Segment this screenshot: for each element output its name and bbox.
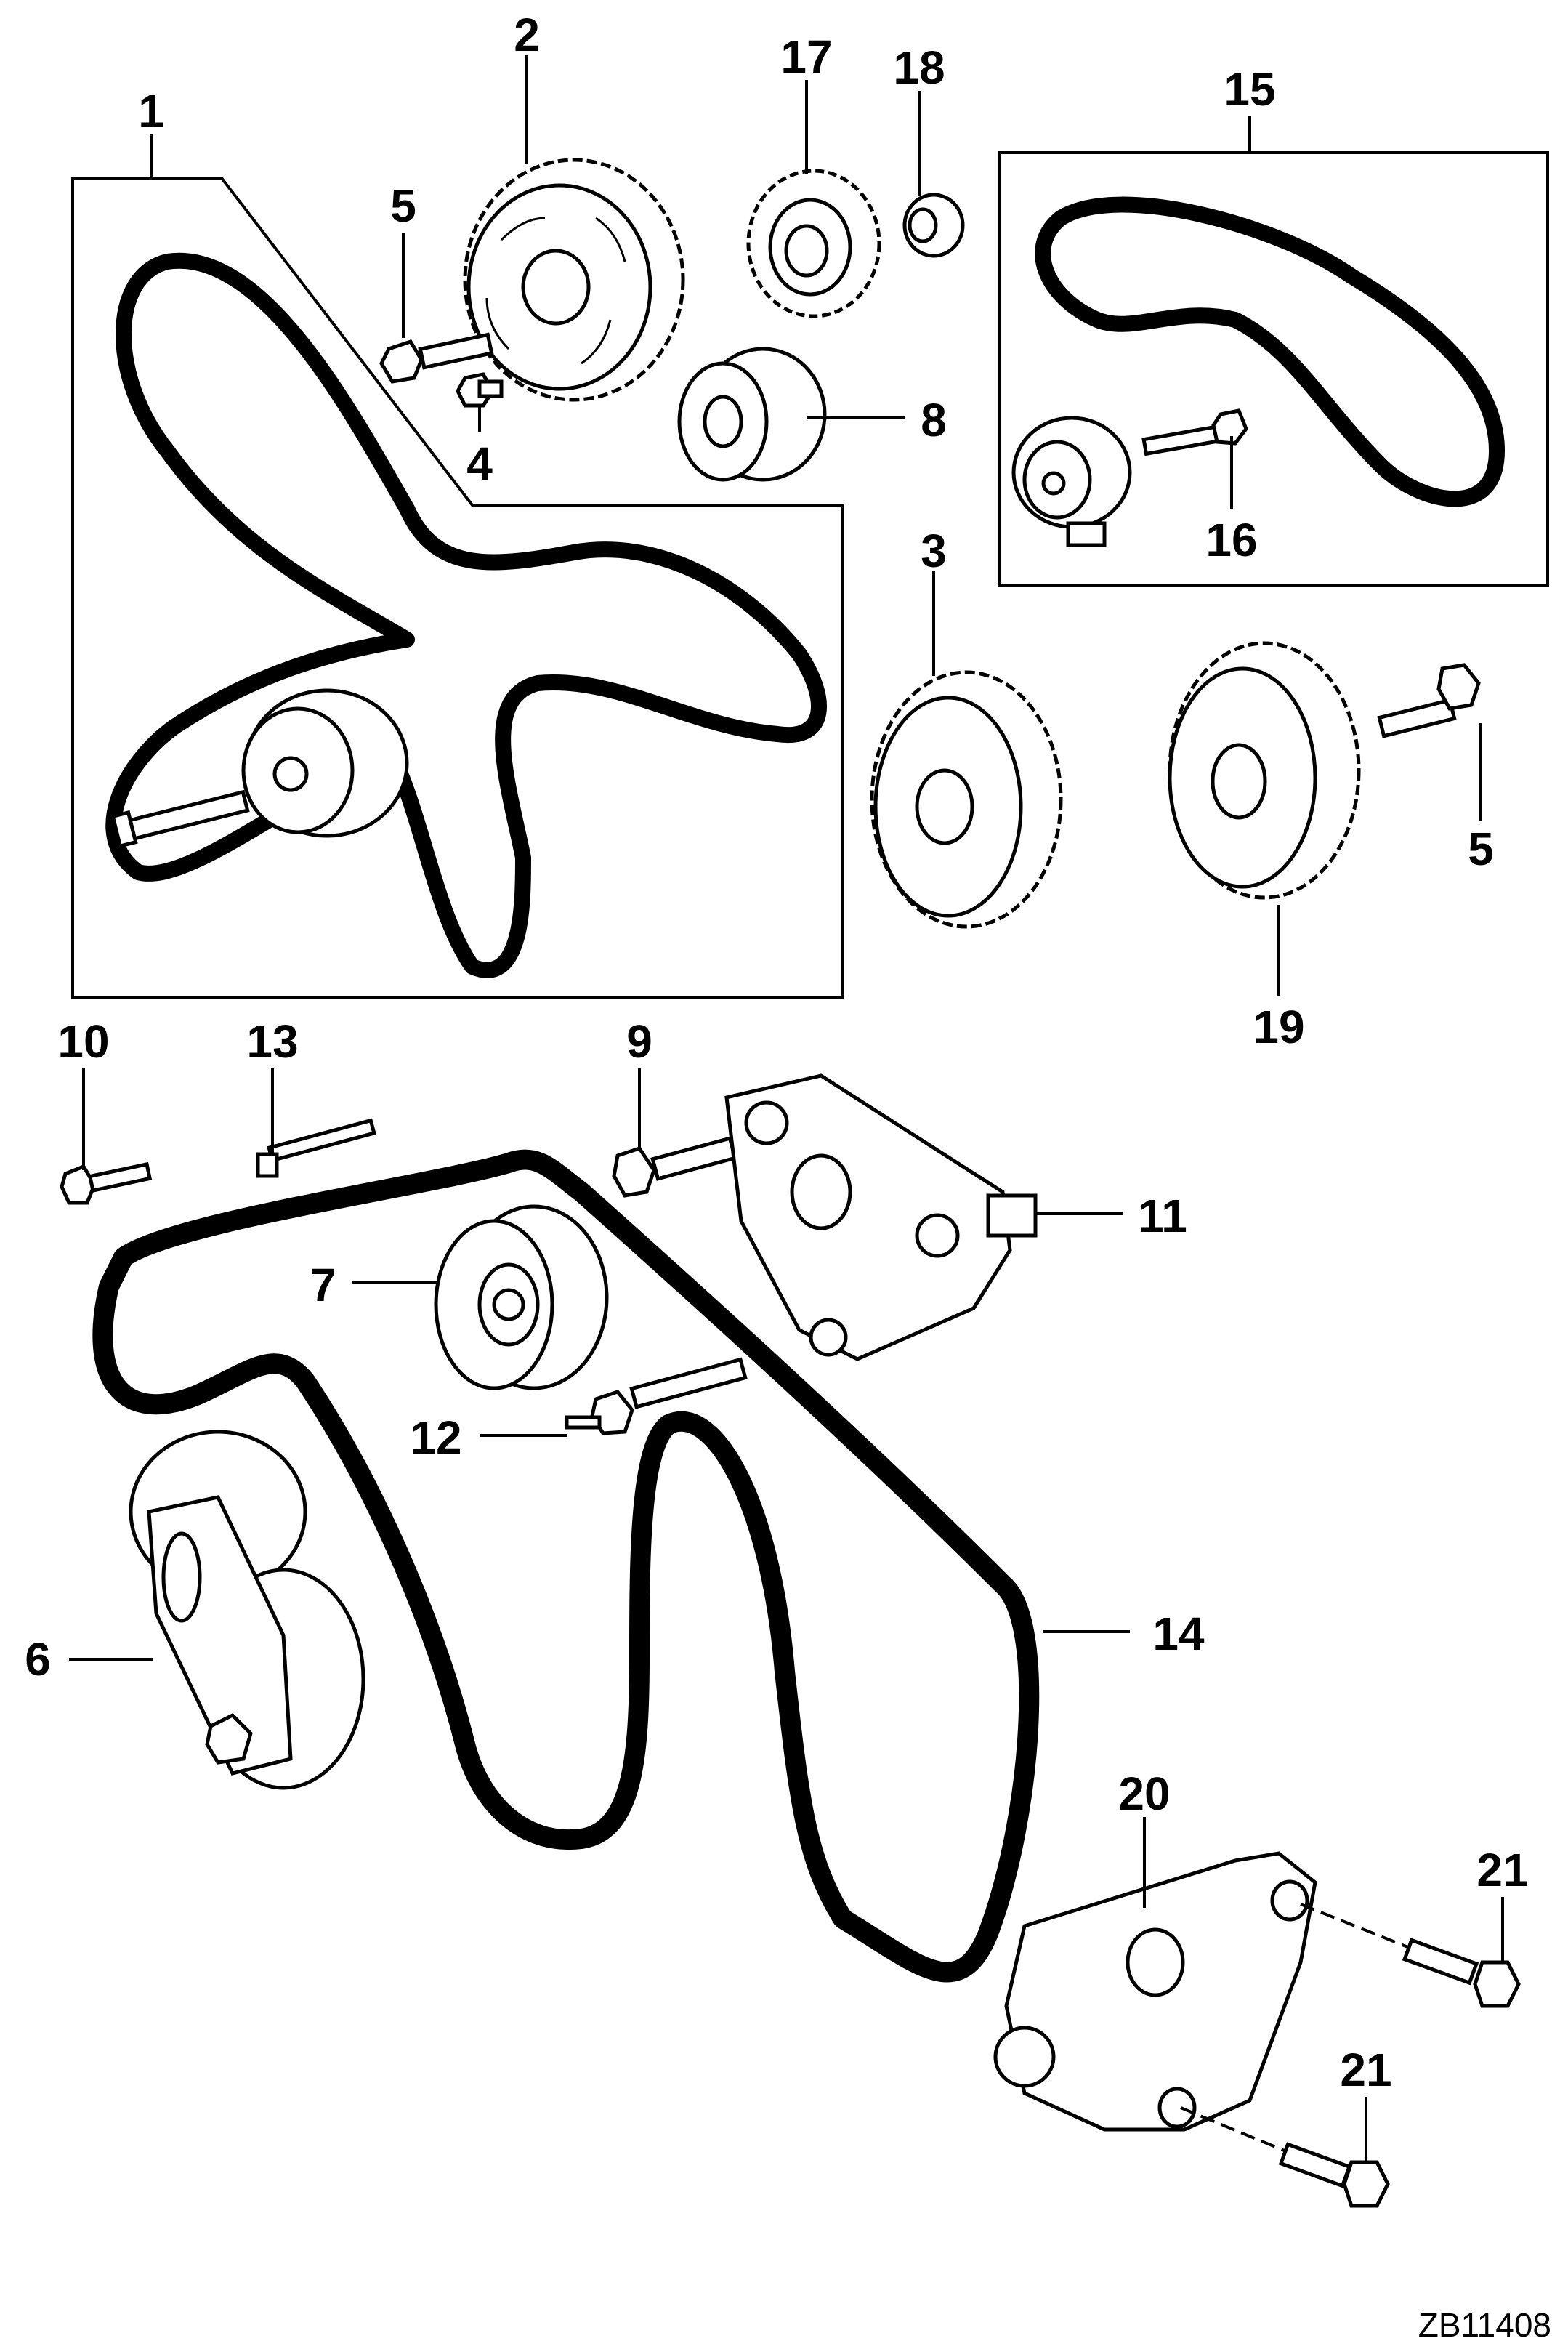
callout-18: 18 — [893, 41, 945, 94]
timing-belt-tensioner — [110, 688, 409, 849]
bolt-16 — [1141, 408, 1248, 456]
camshaft-sprocket-2 — [463, 158, 685, 402]
callout-4: 4 — [466, 438, 493, 490]
kit-15-outline — [998, 151, 1549, 587]
leader-lines — [69, 55, 1504, 2162]
bolt-21-upper — [1300, 1903, 1521, 2008]
timing-belt-15 — [1035, 196, 1505, 507]
callout-16: 16 — [1205, 514, 1257, 566]
bolt-5-upper — [379, 332, 494, 384]
idler-pulley-7 — [434, 1204, 609, 1390]
diagram-reference: ZB11408 — [1418, 2306, 1551, 2344]
bracket-20 — [993, 1851, 1317, 2132]
callout-labels: 1 2 3 4 5 5 6 7 8 9 10 11 12 13 14 15 16… — [25, 9, 1528, 2096]
callout-3: 3 — [921, 525, 947, 577]
callout-20: 20 — [1118, 1768, 1170, 1820]
callout-19: 19 — [1253, 1001, 1304, 1053]
bolt-9 — [612, 1136, 737, 1198]
callout-5-upper: 5 — [390, 180, 416, 232]
stud-12 — [565, 1357, 748, 1435]
callout-15: 15 — [1224, 63, 1275, 116]
sprocket-3 — [870, 670, 1063, 929]
callout-6: 6 — [25, 1633, 51, 1685]
callout-17: 17 — [780, 31, 832, 83]
kit-1-outline — [71, 177, 844, 999]
callout-2: 2 — [514, 9, 540, 61]
bolt-13 — [256, 1118, 376, 1178]
bolt-10 — [60, 1161, 153, 1205]
callout-11: 11 — [1138, 1190, 1187, 1242]
belt-tensioner-6 — [129, 1430, 365, 1790]
callout-13: 13 — [246, 1015, 298, 1068]
nut-18 — [902, 193, 965, 258]
callout-1: 1 — [138, 85, 164, 137]
sprocket-17 — [746, 169, 881, 318]
timing-belt-1 — [105, 252, 827, 978]
bolt-4 — [456, 372, 504, 408]
bracket-11 — [724, 1073, 1038, 1361]
bolt-21-lower — [1180, 2106, 1390, 2208]
tensioner-15 — [1011, 416, 1132, 547]
callout-8: 8 — [921, 394, 947, 446]
sprocket-19 — [1168, 641, 1361, 900]
callout-14: 14 — [1152, 1608, 1205, 1660]
idler-roller-8 — [677, 347, 827, 482]
callout-5-right: 5 — [1468, 823, 1494, 875]
callout-9: 9 — [626, 1015, 652, 1068]
callout-21-upper: 21 — [1476, 1844, 1528, 1896]
callout-10: 10 — [57, 1015, 109, 1068]
callout-21-lower: 21 — [1340, 2044, 1391, 2096]
callout-12: 12 — [410, 1411, 461, 1464]
bolt-5-right — [1377, 663, 1481, 738]
callout-7: 7 — [310, 1259, 336, 1311]
serpentine-belt-14 — [92, 1149, 1040, 1983]
